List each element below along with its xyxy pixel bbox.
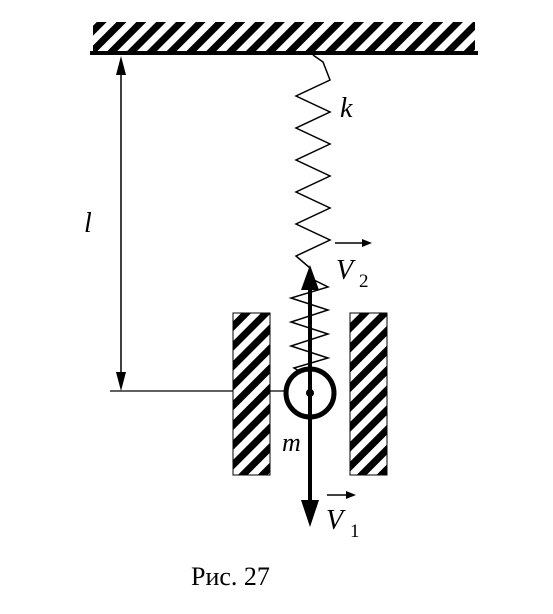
v2-arrow-up bbox=[301, 265, 319, 290]
length-dimension bbox=[110, 56, 310, 392]
length-label: l bbox=[84, 208, 92, 239]
v2-vector-arrowhead bbox=[362, 239, 372, 247]
v2-symbol: V bbox=[336, 255, 356, 286]
ceiling bbox=[90, 22, 478, 55]
v2-subscript: 2 bbox=[359, 271, 369, 292]
left-guide-wall bbox=[232, 312, 271, 476]
v1-vector-arrowhead bbox=[346, 491, 356, 499]
figure-caption: Рис. 27 bbox=[191, 562, 270, 591]
right-guide-wall bbox=[349, 312, 388, 476]
v1-subscript: 1 bbox=[350, 521, 360, 542]
v1-label: V 1 bbox=[326, 491, 360, 542]
length-arrow-bottom bbox=[116, 372, 126, 391]
ceiling-hatch bbox=[93, 22, 475, 52]
upper-spring bbox=[294, 54, 332, 291]
v2-label: V 2 bbox=[335, 239, 372, 292]
spring-constant-label: k bbox=[340, 93, 353, 124]
v1-symbol: V bbox=[326, 505, 346, 536]
length-arrow-top bbox=[116, 56, 126, 75]
v1-arrow-down bbox=[301, 500, 319, 527]
mass-label: m bbox=[282, 428, 301, 457]
